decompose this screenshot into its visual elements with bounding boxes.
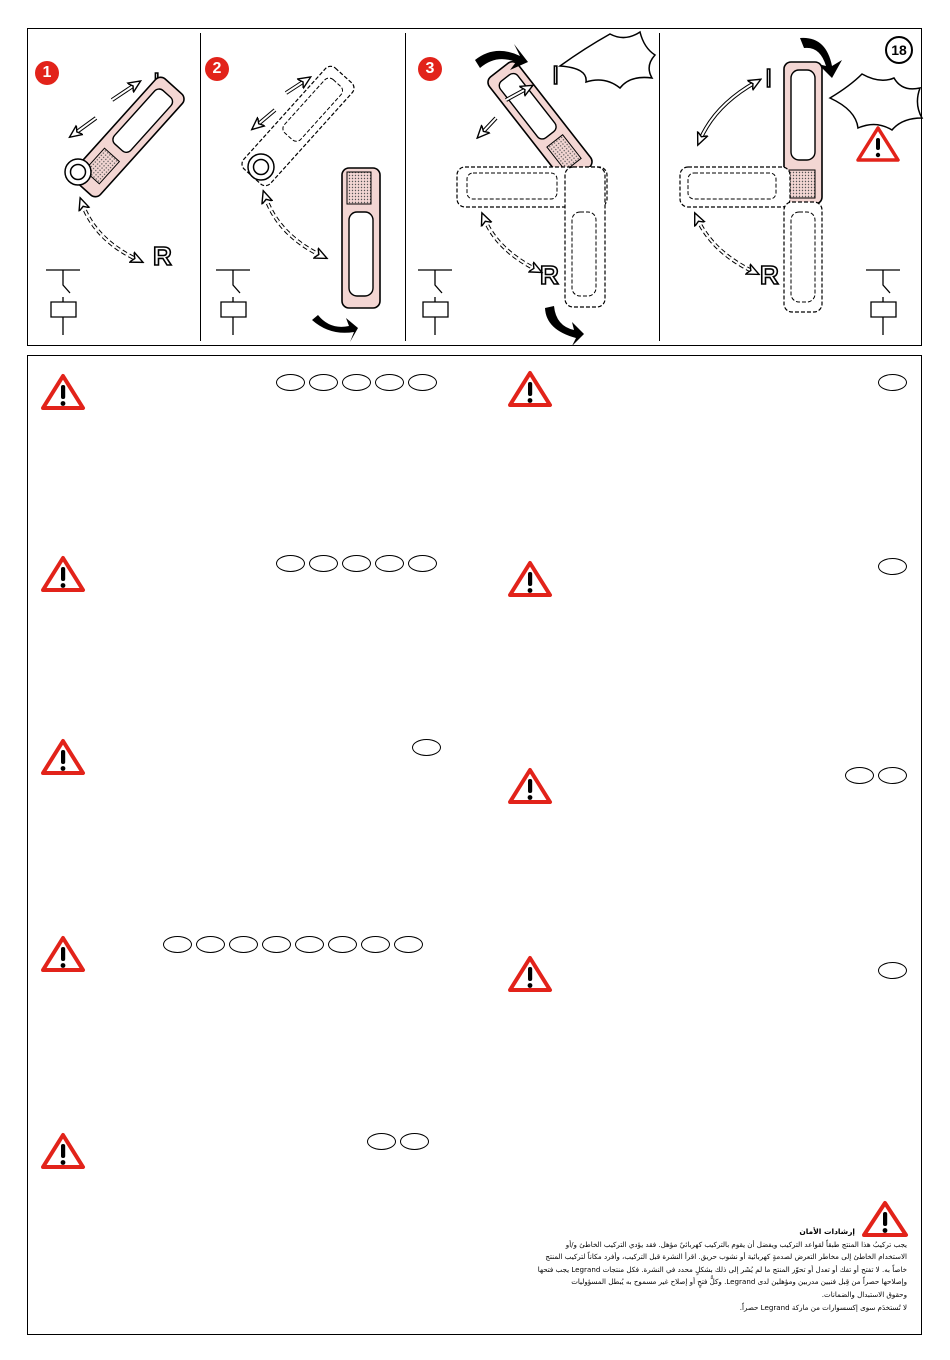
- language-ovals: [878, 374, 907, 391]
- warning-icon: [508, 768, 552, 804]
- step-3-figure: [418, 30, 657, 346]
- safety-line: وحقوق الاستبدال والضمانات.: [821, 1289, 907, 1299]
- safety-instructions-arabic: إرشادات الأمان يجب تركيبُ هذا المنتج طبق…: [487, 1227, 907, 1314]
- panel-divider: [405, 33, 406, 341]
- operation-diagram-panel: [27, 28, 922, 346]
- warning-icon: [41, 374, 85, 410]
- language-ovals: [367, 1133, 429, 1150]
- safety-line: لا تُستخدَم سوى إكسسوارات من ماركة Legra…: [739, 1302, 907, 1312]
- safety-line: الاستخدام الخاطئ إلى مخاطر التعرض لصدمةٍ…: [545, 1252, 907, 1262]
- language-ovals: [878, 962, 907, 979]
- page-number-badge: 18: [885, 36, 913, 64]
- safety-line: خاصاً به. لا تفتح أو تفك أو تعدل أو تحوّ…: [537, 1264, 907, 1274]
- safety-line: يجب تركيبُ هذا المنتج طبقاً لقواعد الترك…: [565, 1239, 907, 1249]
- position-reset-label: R: [759, 260, 779, 290]
- language-ovals: [845, 767, 907, 784]
- step-badge-2: 2: [205, 57, 229, 81]
- warning-icon: [41, 1133, 85, 1169]
- warning-icon: [508, 956, 552, 992]
- warning-icon: [41, 556, 85, 592]
- warning-icon: [41, 936, 85, 972]
- multilingual-warnings-panel: [27, 355, 922, 1335]
- language-ovals: [276, 374, 437, 391]
- step-4-figure: [679, 37, 924, 335]
- step-2-figure: [216, 65, 381, 342]
- panel-divider: [200, 33, 201, 341]
- warning-icon: [41, 739, 85, 775]
- warning-icon: [508, 561, 552, 597]
- step-badge-3: 3: [418, 57, 442, 81]
- position-reset-label: R: [539, 260, 559, 290]
- handle-operation-illustration: [46, 30, 924, 346]
- step-1-figure: [46, 76, 185, 335]
- warning-icon: [508, 371, 552, 407]
- language-ovals: [163, 936, 423, 953]
- panel-divider: [659, 33, 660, 341]
- language-ovals: [878, 558, 907, 575]
- position-reset-label: R: [152, 241, 172, 271]
- safety-title: إرشادات الأمان: [799, 1227, 855, 1236]
- language-ovals: [412, 739, 441, 756]
- language-ovals: [276, 555, 437, 572]
- position-on-label: I: [551, 60, 560, 90]
- warning-icon: [862, 1201, 908, 1237]
- step-badge-1: 1: [35, 61, 59, 85]
- position-on-label: I: [764, 63, 773, 93]
- safety-line: وإصلاحها حصراً من قِبل فنيين مدربين ومؤه…: [571, 1277, 907, 1287]
